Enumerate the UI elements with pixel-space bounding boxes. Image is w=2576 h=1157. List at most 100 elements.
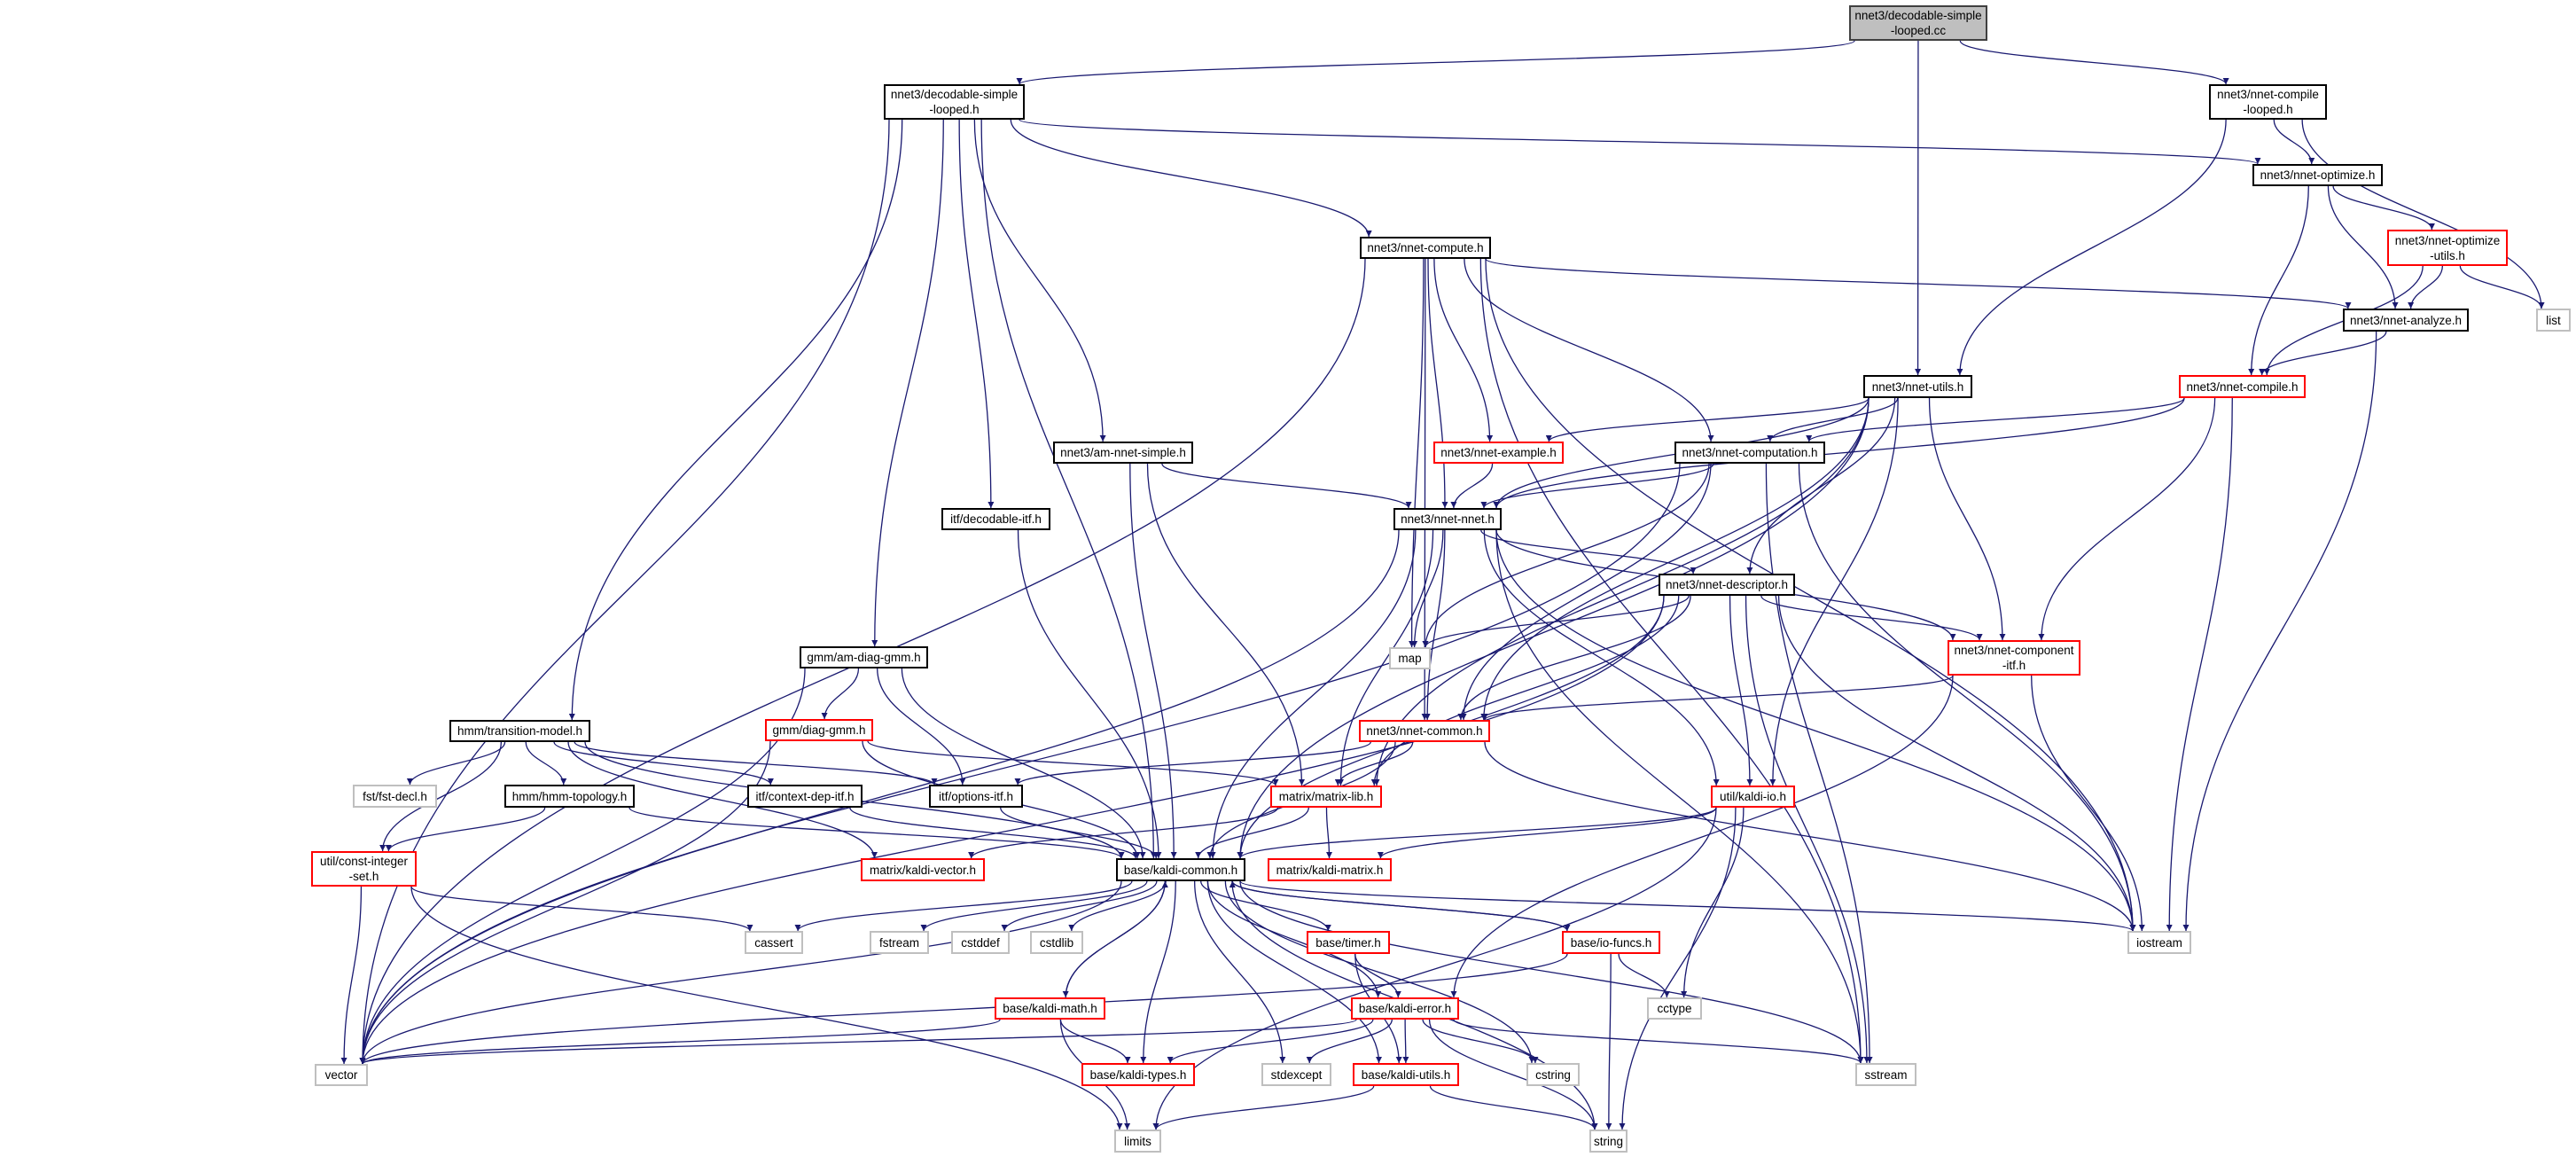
edge-options-to-kcommon [1000,807,1159,859]
node-kmatrix[interactable]: matrix/kaldi-matrix.h [1268,858,1392,881]
node-options[interactable]: itf/options-itf.h [929,785,1023,808]
edge-kcommon-to-kerror [1206,880,1382,998]
node-kvec[interactable]: matrix/kaldi-vector.h [861,858,985,881]
node-kmath[interactable]: base/kaldi-math.h [995,997,1105,1020]
node-matrixlib[interactable]: matrix/matrix-lib.h [1270,786,1382,808]
edge-matrixlib-to-kcommon [1195,807,1309,859]
node-cstddef[interactable]: cstddef [951,931,1010,954]
edge-matrixlib-to-kmatrix [1325,807,1333,859]
edge-kcommon-to-stdexcept [1194,880,1286,1064]
node-limits[interactable]: limits [1114,1130,1161,1153]
node-kcommon[interactable]: base/kaldi-common.h [1116,858,1245,881]
node-cc[interactable]: nnet3/decodable-simple -looped.cc [1849,5,1987,41]
edge-compitf-to-common [1481,675,1954,721]
node-iofuncs[interactable]: base/io-funcs.h [1562,931,1660,954]
node-cctype[interactable]: cctype [1647,997,1702,1020]
edge-amnnet-to-nnet [1161,463,1412,509]
node-kerror[interactable]: base/kaldi-error.h [1351,997,1459,1020]
edge-common-to-iostream [1484,741,2136,932]
node-list[interactable]: list [2536,309,2571,332]
node-nnet[interactable]: nnet3/nnet-nnet.h [1393,508,1502,530]
edge-compile-to-compitf [2038,397,2216,641]
edge-desc-to-vector [359,595,1665,1065]
edge-nnet-to-common [1424,529,1446,721]
edge-utils-to-matrixlib [1373,397,1870,786]
node-example[interactable]: nnet3/nnet-example.h [1433,442,1564,464]
edge-kerror-to-ktypes [1167,1019,1374,1064]
edge-computation-to-sstream [1765,463,1873,1064]
edge-kaldiio-to-cctype [1681,807,1745,998]
edge-nnet-to-iostream [1495,529,2136,932]
node-fstdecl[interactable]: fst/fst-decl.h [353,785,437,808]
edge-compitf-to-iostream [2031,675,2145,932]
edge-kerror-to-string [1428,1019,1598,1130]
edge-kcommon-to-cstddef [1001,880,1158,932]
node-amnnet[interactable]: nnet3/am-nnet-simple.h [1053,442,1193,464]
node-kaldiio[interactable]: util/kaldi-io.h [1711,786,1795,808]
edge-nnet-to-desc [1480,529,1697,575]
edge-kcommon-to-cstring [1224,880,1535,1064]
node-decitf[interactable]: itf/decodable-itf.h [941,508,1050,530]
node-cstdlib[interactable]: cstdlib [1030,931,1083,954]
node-string[interactable]: string [1589,1130,1628,1153]
node-opt[interactable]: nnet3/nnet-optimize.h [2252,164,2383,186]
edge-common-to-matrixlib [1334,741,1414,786]
edge-compile-to-iostream [2166,397,2233,932]
node-desc[interactable]: nnet3/nnet-descriptor.h [1659,574,1795,596]
edge-dslh-to-vector [359,119,890,1065]
edge-compute-to-computation [1464,258,1714,442]
edge-tm-to-cis [379,741,503,852]
node-amdiag[interactable]: gmm/am-diag-gmm.h [800,646,928,668]
edge-kcommon-to-cstdlib [1068,880,1167,932]
node-ncl[interactable]: nnet3/nnet-compile -looped.h [2209,84,2327,120]
node-vector[interactable]: vector [315,1064,368,1086]
edge-iofuncs-to-kcommon [1229,880,1568,932]
edge-desc-to-compitf [1760,595,1983,641]
node-map[interactable]: map [1389,647,1431,669]
edge-tm-to-kvec [567,741,878,859]
node-compitf[interactable]: nnet3/nnet-component -itf.h [1948,640,2080,676]
edge-nnet-to-matrixlib [1337,529,1434,786]
node-kutils[interactable]: base/kaldi-utils.h [1353,1063,1459,1086]
edge-ana-to-compile [2259,331,2387,376]
node-compile[interactable]: nnet3/nnet-compile.h [2179,375,2306,398]
edge-kerror-to-sstream [1453,1019,1864,1064]
node-dslh[interactable]: nnet3/decodable-simple -looped.h [884,84,1025,120]
node-compute[interactable]: nnet3/nnet-compute.h [1360,237,1491,259]
node-cis[interactable]: util/const-integer -set.h [311,851,417,887]
edge-hmmtopo-to-cis [385,807,546,852]
edge-nnet-to-vector [359,529,1400,1065]
node-stdexcept[interactable]: stdexcept [1261,1063,1331,1086]
edge-computation-to-vector [359,463,1681,1065]
edge-compute-to-sstream [1479,258,1864,1064]
edge-desc-to-iostream [1777,595,2136,932]
edge-desc-to-matrixlib [1370,595,1680,786]
edge-dslh-to-amnnet [973,119,1106,442]
node-utils[interactable]: nnet3/nnet-utils.h [1863,375,1972,398]
node-iostream[interactable]: iostream [2127,931,2191,954]
edge-ncl-to-opt [2273,119,2315,165]
node-ktypes[interactable]: base/kaldi-types.h [1081,1063,1195,1086]
node-diag[interactable]: gmm/diag-gmm.h [765,719,873,741]
edge-cc-to-dslh [1016,40,1855,85]
edge-compile-to-nnet [1493,397,2185,509]
edge-kcommon-to-timer [1200,880,1331,932]
node-cstring[interactable]: cstring [1526,1063,1580,1086]
edge-nnet-to-sstream [1495,529,1864,1064]
node-ana[interactable]: nnet3/nnet-analyze.h [2343,309,2469,332]
edge-cis-to-limits [410,886,1123,1130]
node-hmmtopo[interactable]: hmm/hmm-topology.h [504,785,635,808]
node-timer[interactable]: base/timer.h [1307,931,1390,954]
node-fstream[interactable]: fstream [870,931,929,954]
edge-cc-to-ncl [1959,40,2229,85]
node-optu[interactable]: nnet3/nnet-optimize -utils.h [2387,230,2508,266]
node-common[interactable]: nnet3/nnet-common.h [1359,720,1490,742]
node-computation[interactable]: nnet3/nnet-computation.h [1674,442,1825,464]
edge-optu-to-ana [2408,265,2444,309]
node-tm[interactable]: hmm/transition-model.h [449,720,590,742]
node-sstream[interactable]: sstream [1855,1063,1916,1086]
edge-optu-to-list [2459,265,2545,309]
node-ctxdep[interactable]: itf/context-dep-itf.h [747,785,863,808]
node-cassert[interactable]: cassert [745,931,803,954]
edge-ncl-to-utils [1956,119,2227,376]
